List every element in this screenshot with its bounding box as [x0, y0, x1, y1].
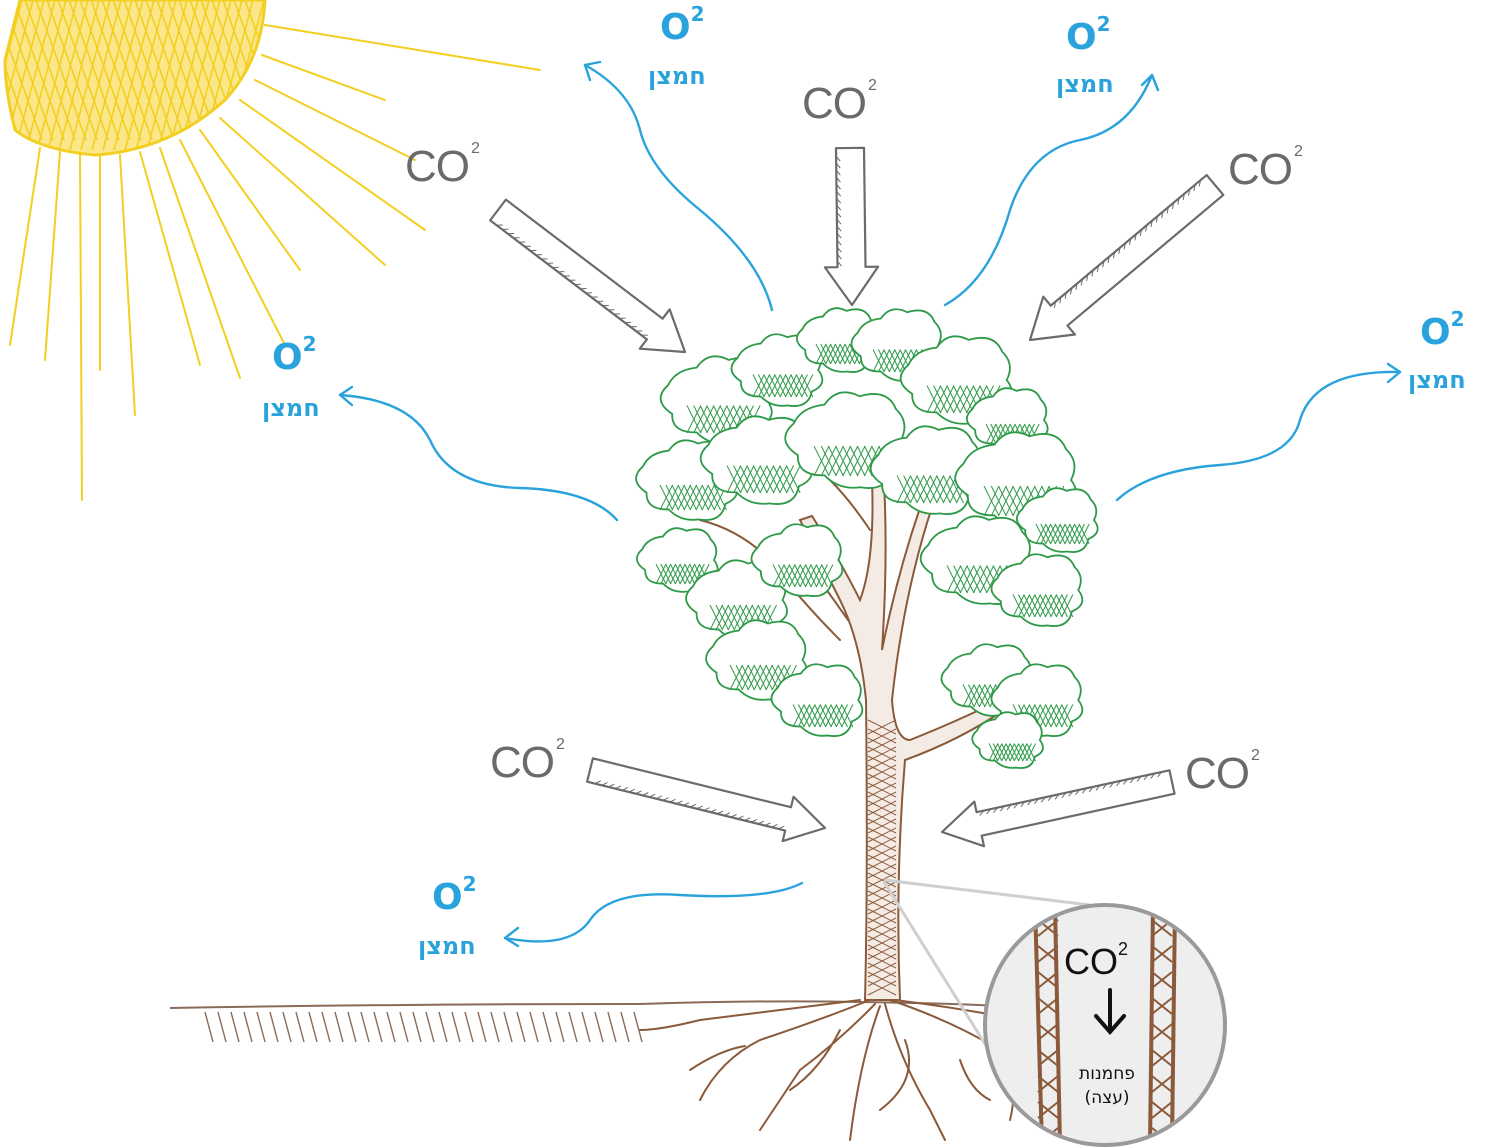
- o2-label-top-left: O2: [660, 10, 705, 46]
- o2-hebrew-right: חמצן: [1408, 368, 1466, 392]
- o2-label-top-right: O2: [1066, 20, 1111, 56]
- co2-arrows: [490, 148, 1223, 846]
- o2-hebrew-bottom-left: חמצן: [418, 934, 476, 958]
- inset-co2-label: CO2: [1064, 944, 1128, 980]
- inset-carbon-label: פחמנות: [1062, 1066, 1152, 1083]
- trunk-magnifier-inset: [884, 880, 1225, 1145]
- o2-curve-top-left: [585, 65, 772, 310]
- o2-hebrew-top-left: חמצן: [648, 64, 706, 88]
- o2-label-bottom-left: O2: [432, 880, 477, 916]
- inset-wood-label: (עצה): [1062, 1090, 1152, 1107]
- o2-hebrew-left: חמצן: [262, 396, 320, 420]
- o2-hebrew-top-right: חמצן: [1056, 72, 1114, 96]
- tree-roots: [640, 1000, 1020, 1140]
- o2-label-right: O2: [1420, 315, 1465, 351]
- o2-curve-left: [340, 395, 617, 520]
- o2-label-left: O2: [272, 340, 317, 376]
- o2-curve-right: [1117, 372, 1400, 500]
- o2-curve-bottom-left: [505, 883, 802, 941]
- sun-icon: [0, 0, 540, 500]
- ground-line: [170, 1001, 1060, 1042]
